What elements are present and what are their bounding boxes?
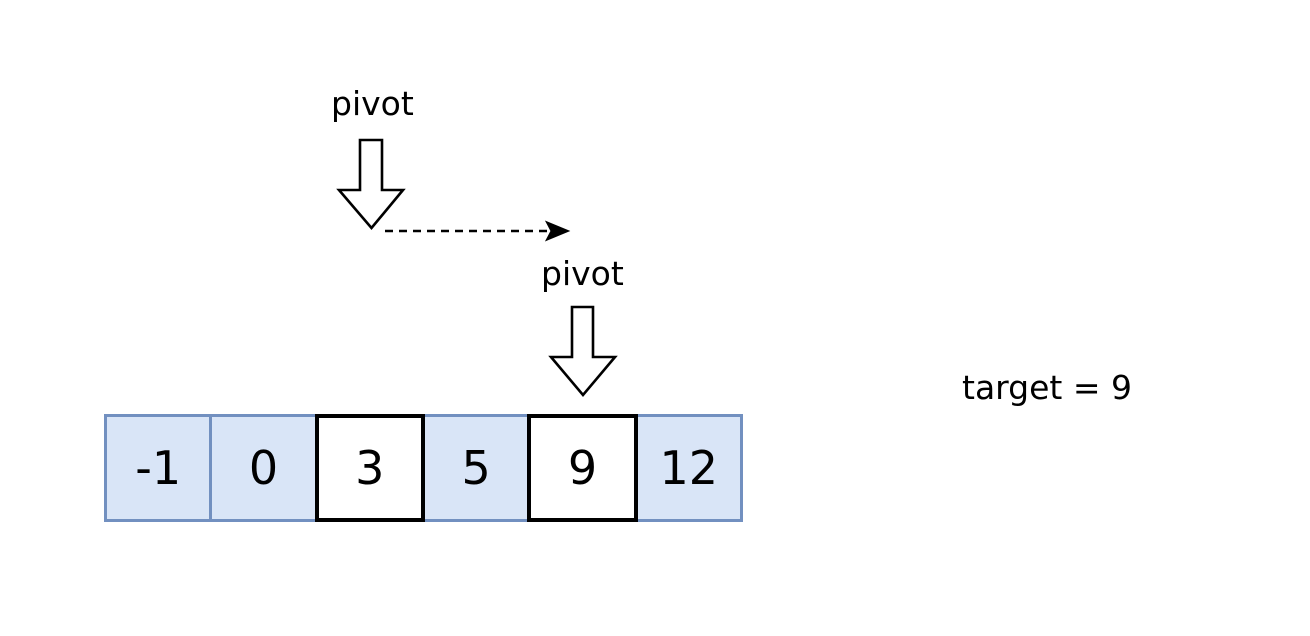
- array-cell-0: -1: [135, 441, 182, 495]
- down-block-arrow-icon: [336, 138, 406, 231]
- down-block-arrow-icon: [548, 305, 618, 398]
- array-cell-4: 9: [527, 414, 638, 522]
- array-cell-3: 5: [461, 441, 491, 495]
- pivot-label-new: pivot: [541, 254, 624, 293]
- dashed-right-arrow-head-icon: [544, 220, 571, 242]
- array-cell-2: 3: [314, 414, 425, 522]
- pivot-label-old: pivot: [331, 84, 414, 123]
- array-cell-1: 0: [209, 417, 314, 519]
- target-label: target = 9: [962, 368, 1132, 407]
- sorted-array: -1 0 3 5 9 12: [104, 414, 743, 522]
- array-cell-5: 12: [659, 441, 719, 495]
